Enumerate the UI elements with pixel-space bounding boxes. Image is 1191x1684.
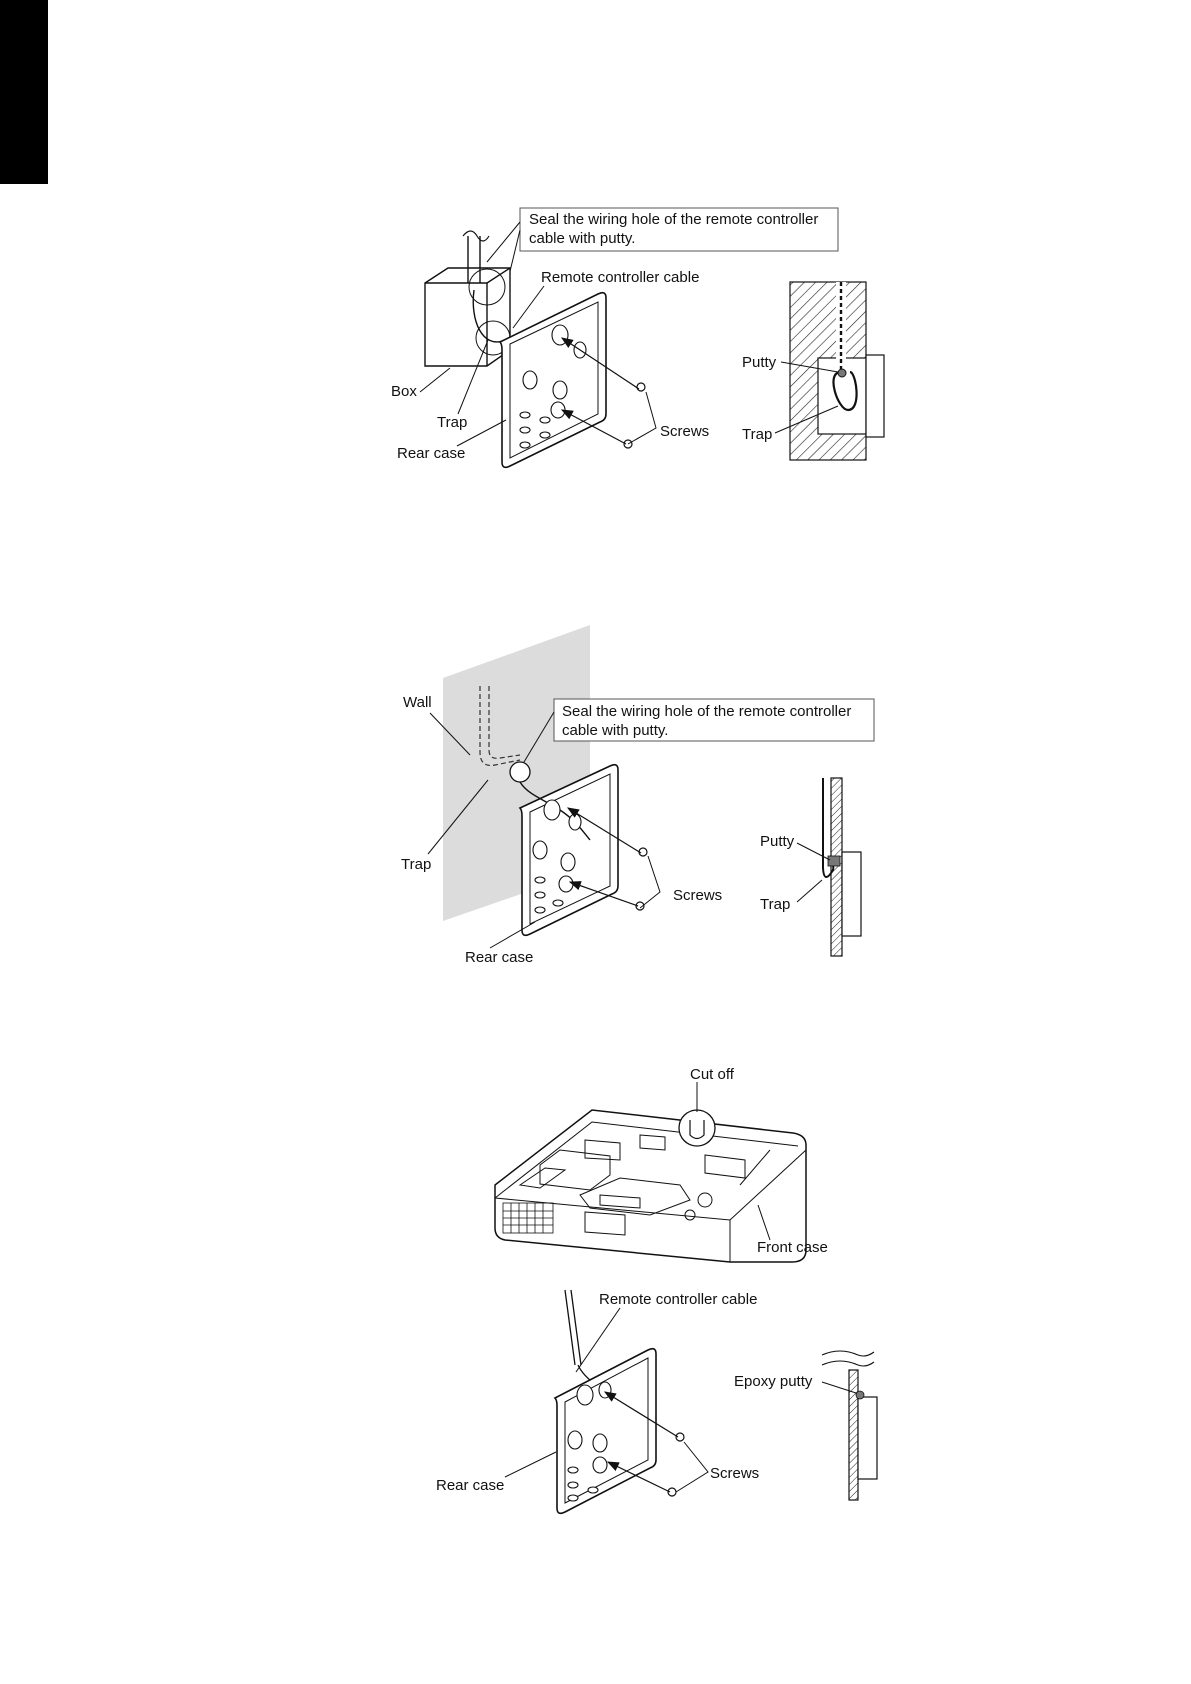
side-section-view-4 xyxy=(822,1351,877,1500)
label-rear-case-4: Rear case xyxy=(436,1477,504,1494)
label-trap-2: Trap xyxy=(401,856,431,873)
side-section-view-2 xyxy=(823,778,861,956)
label-cut-off: Cut off xyxy=(690,1066,735,1083)
label-putty-side: Putty xyxy=(742,354,777,371)
screw-icon xyxy=(624,383,645,448)
screw-icon-2 xyxy=(636,848,647,910)
callout-text-line2: cable with putty. xyxy=(529,230,635,247)
label-remote-controller-cable-4: Remote controller cable xyxy=(599,1291,757,1308)
label-rear-case: Rear case xyxy=(397,445,465,462)
callout2-text-line1: Seal the wiring hole of the remote contr… xyxy=(562,703,851,720)
label-screws-2: Screws xyxy=(673,887,722,904)
label-trap-side-2: Trap xyxy=(760,896,790,913)
figure-1-box-mount: Seal the wiring hole of the remote contr… xyxy=(391,208,884,467)
label-remote-controller-cable: Remote controller cable xyxy=(541,269,699,286)
label-putty-side-2: Putty xyxy=(760,833,795,850)
callout-text-line1: Seal the wiring hole of the remote contr… xyxy=(529,211,818,228)
figure-4-rear-case-epoxy: Remote controller cable Screws Rear case… xyxy=(436,1290,877,1513)
callout2-text-line2: cable with putty. xyxy=(562,722,668,739)
figure-3-front-case: Cut off Front case xyxy=(495,1066,828,1262)
label-screws-4: Screws xyxy=(710,1465,759,1482)
label-epoxy-putty: Epoxy putty xyxy=(734,1373,813,1390)
rear-case-plate-4 xyxy=(555,1349,656,1514)
label-wall: Wall xyxy=(403,694,432,711)
label-trap-side: Trap xyxy=(742,426,772,443)
label-screws: Screws xyxy=(660,423,709,440)
screw-icon-4 xyxy=(668,1433,684,1496)
cut-off-circle xyxy=(679,1110,715,1146)
label-rear-case-2: Rear case xyxy=(465,949,533,966)
figure-2-wall-mount: Seal the wiring hole of the remote contr… xyxy=(401,625,874,966)
label-box: Box xyxy=(391,383,417,400)
label-front-case: Front case xyxy=(757,1239,828,1256)
side-section-view xyxy=(790,282,884,460)
rear-case-plate xyxy=(500,293,606,468)
label-trap: Trap xyxy=(437,414,467,431)
